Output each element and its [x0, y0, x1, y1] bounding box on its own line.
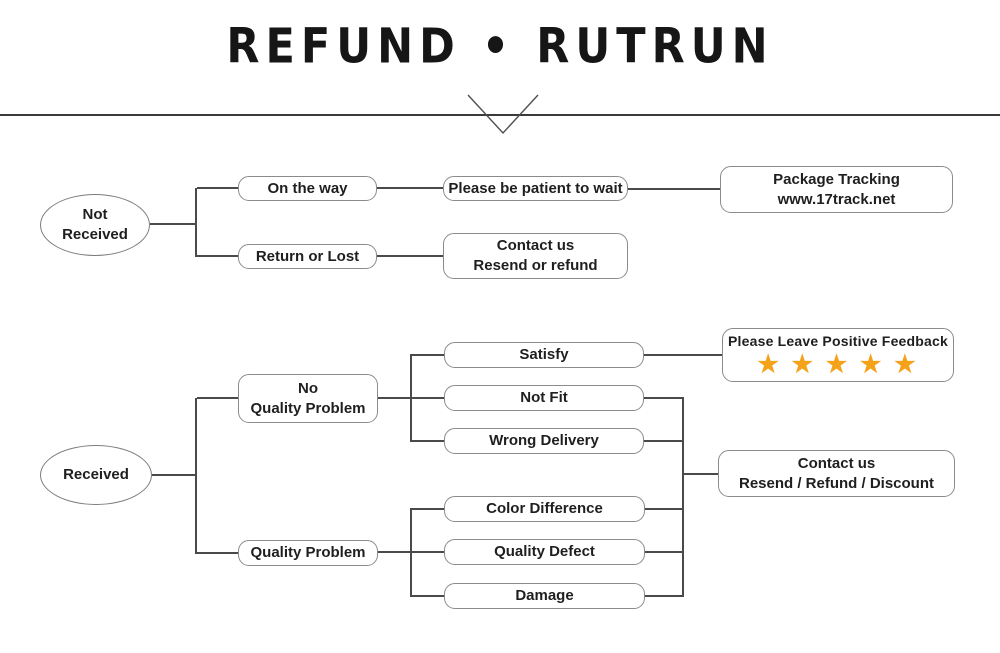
connector-line [645, 551, 684, 553]
connector-line [152, 474, 196, 476]
node-on-the-way: On the way [238, 176, 377, 201]
page-title: REFUND • RUTRUN [226, 19, 774, 75]
connector-line [150, 223, 196, 225]
connector-line [412, 551, 444, 553]
connector-line [197, 552, 238, 554]
node-no-quality-problem: No Quality Problem [238, 374, 378, 423]
connector-line [197, 397, 238, 399]
connector-line [644, 440, 684, 442]
connector-line [195, 188, 197, 257]
connector-line [378, 551, 411, 553]
node-quality-problem: Quality Problem [238, 540, 378, 566]
node-return-or-lost: Return or Lost [238, 244, 377, 269]
node-not-fit: Not Fit [444, 385, 644, 411]
connector-line [684, 473, 718, 475]
node-damage: Damage [444, 583, 645, 609]
node-contact-resend-refund: Contact us Resend or refund [443, 233, 628, 279]
divider-line [0, 114, 1000, 116]
connector-line [195, 398, 197, 554]
node-wrong-delivery: Wrong Delivery [444, 428, 644, 454]
node-contact-resend-refund-discount: Contact us Resend / Refund / Discount [718, 450, 955, 497]
connector-line [644, 354, 722, 356]
connector-line [197, 255, 238, 257]
connector-line [628, 188, 720, 190]
positive-feedback-label: Please Leave Positive Feedback [727, 332, 948, 349]
node-satisfy: Satisfy [444, 342, 644, 368]
connector-line [412, 595, 444, 597]
connector-line [197, 187, 238, 189]
node-not-received: Not Received [40, 194, 150, 256]
connector-line [412, 508, 444, 510]
node-positive-feedback: Please Leave Positive Feedback ★ ★ ★ ★ ★ [722, 328, 954, 382]
connector-line [682, 397, 684, 597]
connector-line [412, 397, 444, 399]
node-package-tracking: Package Tracking www.17track.net [720, 166, 953, 213]
node-received: Received [40, 445, 152, 505]
connector-line [410, 508, 412, 597]
connector-line [378, 397, 411, 399]
five-star-rating-icon: ★ ★ ★ ★ ★ [757, 351, 919, 379]
connector-line [645, 595, 684, 597]
connector-line [377, 187, 443, 189]
connector-line [412, 440, 444, 442]
node-quality-defect: Quality Defect [444, 539, 645, 565]
connector-line [410, 354, 412, 442]
chevron-down-icon [467, 94, 539, 135]
connector-line [645, 508, 684, 510]
connector-line [644, 397, 684, 399]
node-color-difference: Color Difference [444, 496, 645, 522]
connector-line [412, 354, 444, 356]
node-be-patient: Please be patient to wait [443, 176, 628, 201]
connector-line [377, 255, 443, 257]
